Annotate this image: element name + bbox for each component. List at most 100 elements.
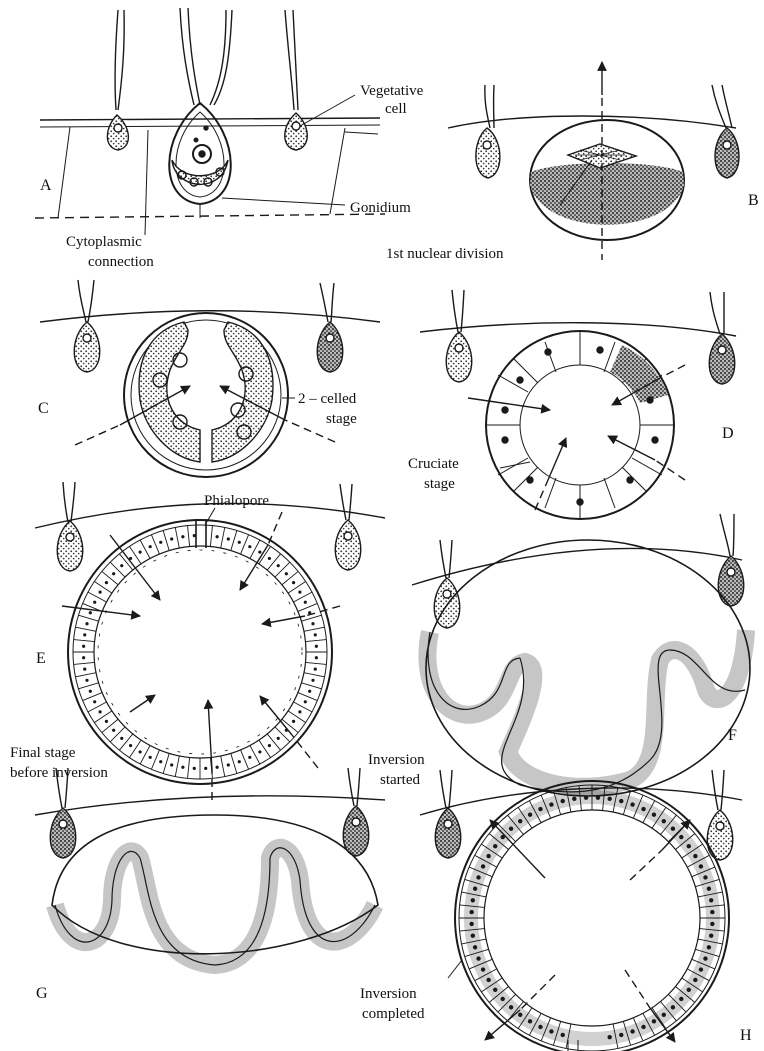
- cell-nucleus: [83, 667, 86, 670]
- cell-wall: [140, 745, 150, 764]
- cell-nucleus: [501, 997, 505, 1001]
- panel-h-letter: H: [740, 1027, 752, 1044]
- cell-nucleus: [314, 633, 317, 636]
- cell-nucleus: [292, 581, 295, 584]
- cell-nucleus: [549, 802, 553, 806]
- phialopore-gap: [196, 519, 206, 548]
- cell-nucleus: [215, 535, 218, 538]
- cell-wall: [288, 581, 305, 593]
- cell-wall: [88, 592, 107, 602]
- panel-f-letter: F: [728, 727, 737, 744]
- cell-nucleus: [181, 535, 184, 538]
- cell-wall: [241, 750, 249, 769]
- cell-wall: [293, 592, 312, 602]
- cell-nucleus: [285, 572, 288, 575]
- vegetative-cell: [435, 808, 461, 858]
- cell-nucleus: [699, 967, 703, 971]
- cell-nucleus: [538, 1025, 542, 1029]
- vegetative-cell-label-line2: cell: [385, 101, 407, 117]
- cell-nucleus: [469, 910, 473, 914]
- vegetative-cell: [335, 520, 361, 570]
- cell-nucleus: [268, 557, 271, 560]
- cell-nucleus: [285, 729, 288, 732]
- cell-nucleus: [652, 1019, 656, 1023]
- two-celled-label-line1: 2 – celled: [298, 391, 357, 407]
- vegetative-cell: [343, 806, 369, 856]
- cell-wall: [288, 711, 305, 723]
- cell-nucleus: [181, 766, 184, 769]
- cell-nucleus: [710, 910, 714, 914]
- cell-nucleus: [641, 1025, 645, 1029]
- cell-nucleus: [298, 591, 301, 594]
- cell-nucleus: [619, 1033, 623, 1037]
- cell-wall: [231, 530, 237, 550]
- cell-nucleus: [699, 864, 703, 868]
- cell-wall: [293, 702, 312, 712]
- cell-nucleus: [473, 887, 477, 891]
- cruciate-label-line1: Cruciate: [408, 456, 459, 472]
- cell-nucleus: [476, 875, 480, 879]
- cell-nucleus: [98, 710, 101, 713]
- cytoplasmic-label-line2: connection: [88, 254, 154, 270]
- cell-nucleus: [662, 1013, 666, 1017]
- cell-nucleus: [308, 690, 311, 693]
- cell-wall: [75, 627, 96, 631]
- colony-surface-line: [40, 118, 380, 120]
- cell-nucleus: [159, 760, 162, 763]
- cell-nucleus: [258, 550, 261, 553]
- cell-wall: [110, 727, 125, 742]
- cell-nucleus: [486, 978, 490, 982]
- cell-nucleus: [493, 988, 497, 992]
- cell-nucleus: [277, 737, 280, 740]
- cell-nucleus: [561, 799, 565, 803]
- cell-nucleus: [149, 756, 152, 759]
- cell-nucleus: [304, 700, 307, 703]
- two-celled-label-line2: stage: [326, 411, 357, 427]
- cell-nucleus: [298, 710, 301, 713]
- cell-nucleus: [687, 988, 691, 992]
- cell-nucleus: [315, 656, 318, 659]
- cell-nucleus: [561, 1033, 565, 1037]
- cell-wall: [298, 603, 317, 611]
- cell-nucleus: [227, 763, 230, 766]
- cell-nucleus: [538, 807, 542, 811]
- cell-wall: [83, 693, 102, 701]
- cell-wall: [163, 753, 169, 773]
- cell-nucleus: [82, 656, 85, 659]
- cell-nucleus: [93, 601, 96, 604]
- cell-nucleus: [112, 729, 115, 732]
- cell-nucleus: [149, 545, 152, 548]
- cell-nucleus: [693, 978, 697, 982]
- cell-nucleus: [120, 564, 123, 567]
- phialopore-label: Phialopore: [204, 493, 269, 509]
- cell-nucleus: [85, 679, 88, 682]
- cell-wall: [140, 540, 150, 559]
- inversion-started-label-line2: started: [380, 772, 420, 788]
- cell-wall: [119, 734, 132, 750]
- cell-nucleus: [105, 581, 108, 584]
- cell-nucleus: [607, 1035, 611, 1039]
- cell-wall: [151, 535, 159, 554]
- cell-wall: [151, 750, 159, 769]
- nuclear-division-label: 1st nuclear division: [386, 246, 504, 262]
- cell-nucleus: [120, 737, 123, 740]
- cell-nucleus: [170, 763, 173, 766]
- panel-f: [412, 514, 750, 796]
- panel-d: [420, 290, 736, 519]
- cell-nucleus: [528, 812, 532, 816]
- cell-nucleus: [204, 767, 207, 770]
- cell-nucleus: [268, 744, 271, 747]
- cell-nucleus: [308, 611, 311, 614]
- cell-nucleus: [486, 854, 490, 858]
- dashed-boundary: [35, 214, 385, 218]
- cell-nucleus: [292, 720, 295, 723]
- cell-nucleus: [476, 956, 480, 960]
- panel-h: [420, 770, 742, 1051]
- cell-nucleus: [518, 1013, 522, 1017]
- cell-nucleus: [89, 690, 92, 693]
- cell-wall: [188, 757, 190, 778]
- cell-wall: [231, 753, 237, 773]
- cell-nucleus: [509, 827, 513, 831]
- cell-nucleus: [707, 887, 711, 891]
- inversion-completed-label-line2: completed: [362, 1006, 425, 1022]
